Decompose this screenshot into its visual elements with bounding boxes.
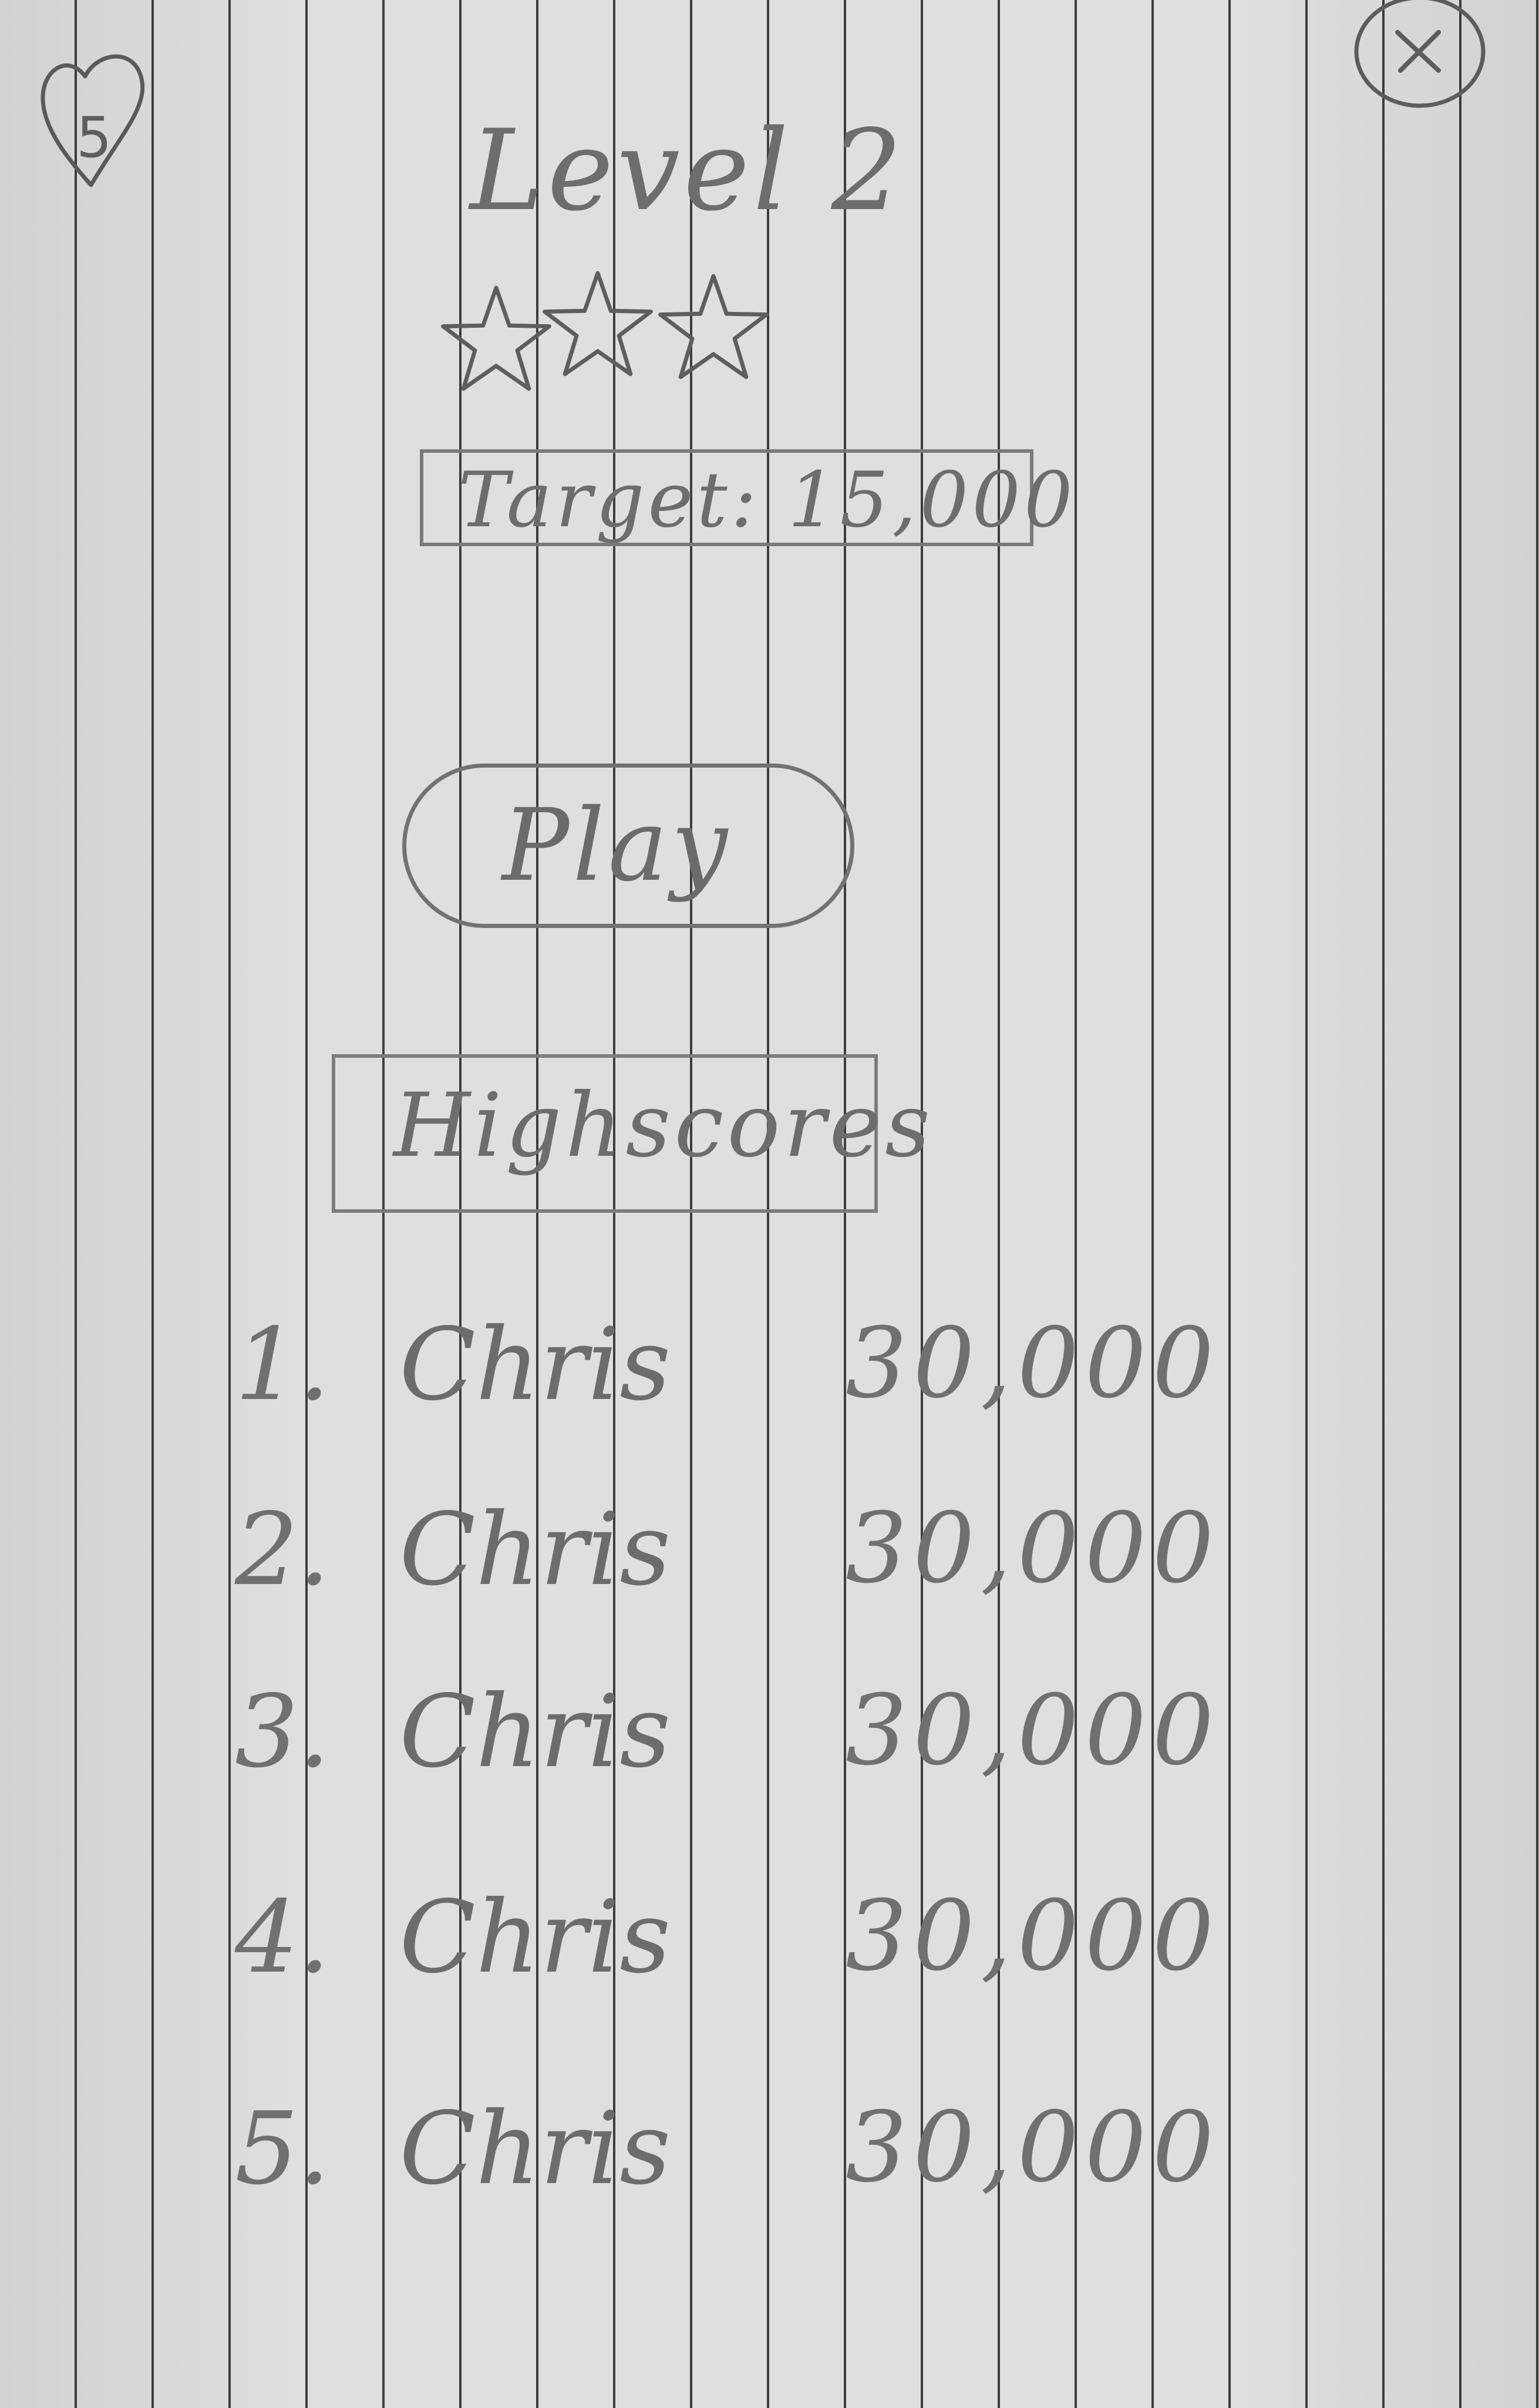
target-box (420, 449, 1033, 546)
highscore-rank: 1. (235, 1307, 331, 1423)
lives-count: 5 (76, 106, 112, 170)
highscore-score: 30,000 (846, 1674, 1220, 1787)
highscore-row: 1. Chris 30,000 (235, 1307, 1233, 1424)
highscore-name: Chris (399, 1307, 671, 1423)
highscore-row: 2. Chris 30,000 (235, 1492, 1233, 1609)
play-button-label: Play (501, 788, 732, 904)
highscores-title: Highscores (393, 1075, 934, 1177)
heart-icon (41, 54, 145, 187)
highscore-rank: 2. (235, 1492, 331, 1608)
highscore-name: Chris (399, 1492, 671, 1608)
play-button[interactable]: Play (402, 764, 854, 928)
highscore-row: 4. Chris 30,000 (235, 1879, 1233, 1997)
highscore-score: 30,000 (846, 1492, 1220, 1605)
highscore-score: 30,000 (846, 1307, 1220, 1420)
highscore-rank: 4. (235, 1879, 331, 1996)
highscores-header-box (332, 1054, 878, 1213)
highscore-row: 5. Chris 30,000 (235, 2091, 1233, 2208)
lives-indicator: 5 (32, 35, 156, 194)
close-icon (1354, 0, 1486, 108)
highscore-name: Chris (399, 2091, 671, 2207)
highscore-score: 30,000 (846, 1879, 1220, 1992)
highscore-rank: 3. (235, 1674, 331, 1790)
highscore-rank: 5. (235, 2091, 331, 2207)
highscore-score: 30,000 (846, 2091, 1220, 2204)
highscore-name: Chris (399, 1879, 671, 1996)
highscore-name: Chris (399, 1674, 671, 1790)
highscore-row: 3. Chris 30,000 (235, 1674, 1233, 1791)
target-label: Target: 15,000 (458, 455, 1076, 544)
level-title: Level 2 (470, 106, 906, 236)
close-button[interactable] (1351, 0, 1489, 112)
